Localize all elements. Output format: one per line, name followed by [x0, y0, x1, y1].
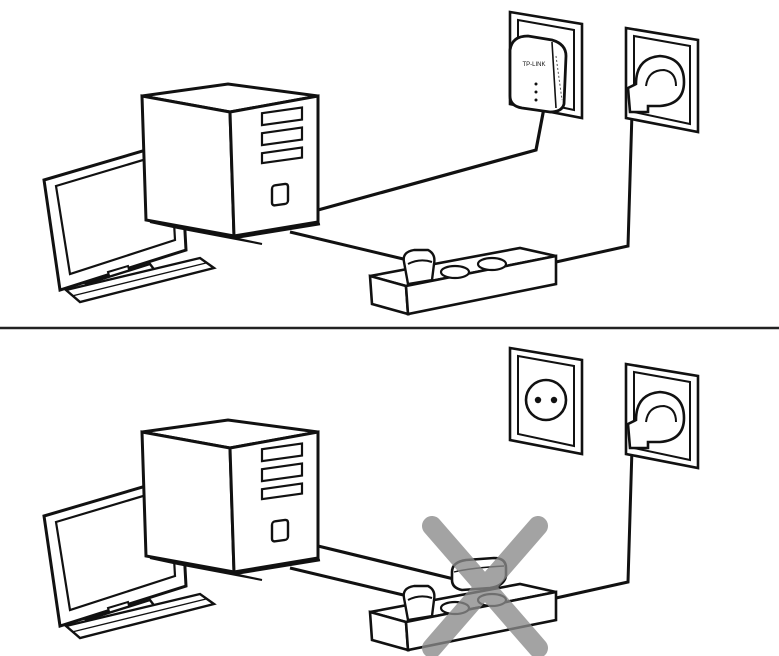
strip-power-cable [555, 447, 634, 600]
computer-tower-icon [140, 418, 322, 582]
bottom-panel [42, 346, 700, 656]
power-plug-icon [624, 362, 700, 470]
power-plug-icon [402, 584, 436, 622]
network-cable [317, 544, 459, 582]
strip-power-cable [555, 111, 634, 264]
computer-power-cable [289, 230, 417, 264]
computer-power-cable [289, 566, 417, 600]
cross-mark-icon [422, 516, 548, 656]
network-cable [317, 107, 546, 212]
adapter-brand-label: TP-LINK [522, 62, 545, 68]
empty-wall-socket-icon [508, 346, 584, 456]
powerline-adapter-icon: TP-LINK [508, 34, 568, 114]
computer-tower-icon [140, 82, 322, 246]
power-plug-icon [624, 26, 700, 134]
power-plug-icon [402, 248, 436, 286]
top-panel: TP-LINK [42, 10, 700, 316]
